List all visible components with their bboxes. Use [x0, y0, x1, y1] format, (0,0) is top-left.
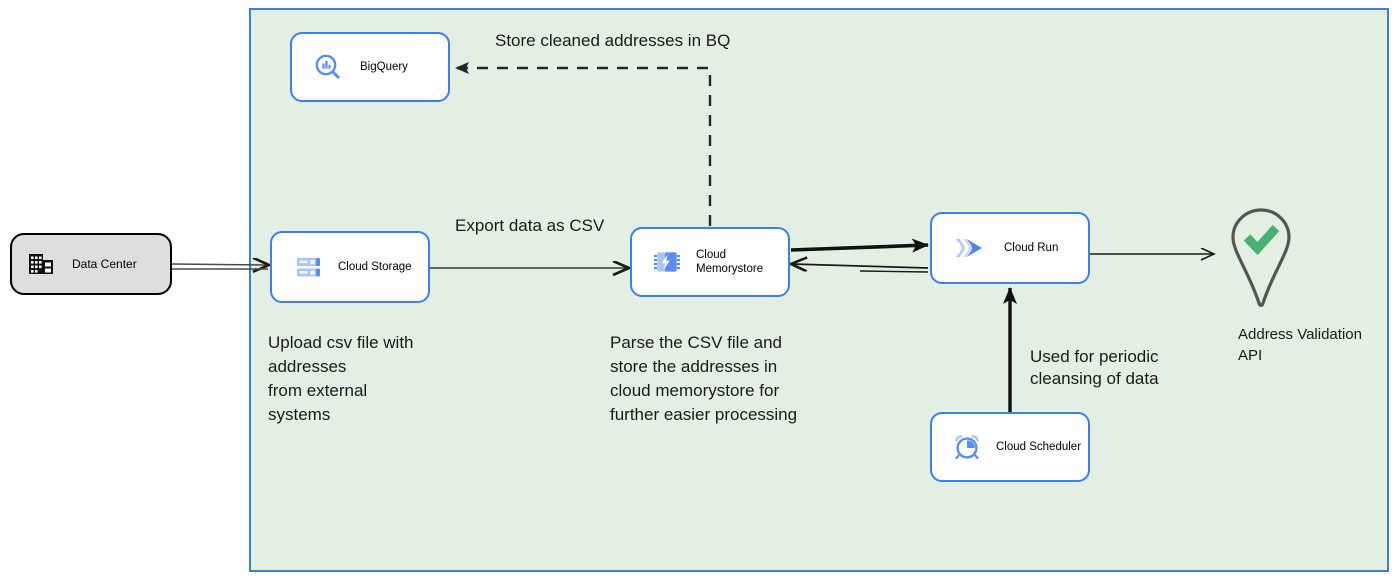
node-label-cloud-memorystore: Cloud Memorystore — [696, 248, 763, 276]
memorystore-label-line1: Cloud — [696, 249, 727, 261]
node-label-data-center: Data Center — [72, 257, 137, 271]
edge-memorystore-to-cloudrun — [790, 238, 929, 253]
edge-label-periodic-cleansing: Used for periodic cleansing of data — [1030, 347, 1159, 388]
node-label-address-validation-api: Address Validation API — [1238, 326, 1362, 364]
node-label-cloud-run: Cloud Run — [1004, 242, 1059, 254]
edge-cloudrun-to-memorystore — [792, 264, 929, 273]
edge-label-export-csv: Export data as CSV — [455, 216, 605, 235]
node-cloud-storage[interactable]: Cloud Storage — [270, 231, 430, 303]
edge-label-store-in-bq: Store cleaned addresses in BQ — [495, 31, 731, 50]
data-center-icon — [26, 249, 56, 279]
node-label-bigquery: BigQuery — [360, 61, 408, 73]
node-label-cloud-scheduler: Cloud Scheduler — [996, 441, 1082, 453]
node-bigquery[interactable]: BigQuery — [290, 32, 450, 102]
node-data-center[interactable]: Data Center — [10, 233, 172, 295]
node-address-validation-api[interactable] — [1218, 204, 1304, 314]
node-cloud-run[interactable]: Cloud Run — [930, 212, 1090, 284]
edge-datacenter-to-cloudstorage — [171, 264, 268, 269]
node-cloud-scheduler[interactable]: Cloud Scheduler — [930, 412, 1090, 482]
node-cloud-memorystore[interactable]: Cloud Memorystore — [630, 227, 790, 297]
cloud-run-icon — [952, 233, 986, 263]
node-label-cloud-storage: Cloud Storage — [338, 261, 412, 273]
edge-memorystore-to-bigquery-dashed — [455, 62, 712, 226]
annotation-upload-note: Upload csv file with addresses from exte… — [268, 333, 414, 424]
memorystore-label-line2: Memorystore — [696, 263, 764, 275]
bigquery-icon — [312, 51, 344, 83]
annotation-parse-note: Parse the CSV file and store the address… — [610, 333, 798, 424]
cloud-scheduler-icon — [952, 432, 982, 462]
cloud-storage-icon — [294, 252, 324, 282]
google-cloud-boundary-panel — [249, 8, 1389, 572]
map-pin-check-icon — [1231, 208, 1291, 307]
cloud-memorystore-icon — [652, 247, 682, 277]
